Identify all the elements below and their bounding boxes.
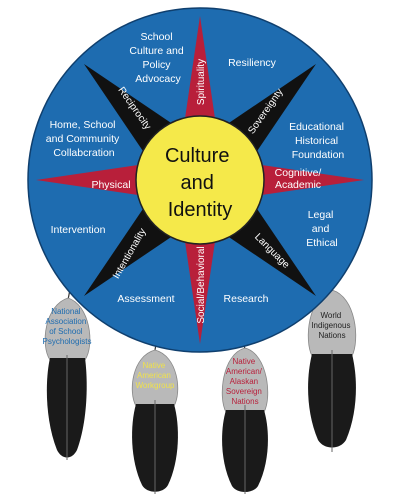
ring-label-line: Advocacy <box>135 73 181 85</box>
feather-label-line: World <box>321 311 342 320</box>
ring-label-intervention: Intervention <box>51 224 106 236</box>
feather-4 <box>307 289 357 452</box>
center-circle <box>135 115 265 245</box>
feather-label-line: American/ <box>226 367 263 376</box>
feather-3 <box>221 347 269 494</box>
ring-label-resiliency: Resiliency <box>228 57 277 69</box>
feather-label-sovereign-nations: Native American/ Alaskan Sovereign Natio… <box>226 357 264 406</box>
ring-label-line: Culture and <box>129 45 183 57</box>
point-label-line: Cognitive/ <box>275 167 322 179</box>
ring-label-line: Policy <box>143 59 172 71</box>
feather-label-line: Workgroup <box>136 381 176 390</box>
point-label-line: Academic <box>275 179 321 191</box>
point-label-social-behavioral: Social/Behavioral <box>196 246 207 323</box>
feather-1 <box>44 297 91 460</box>
center-text: Culture and Identity <box>165 145 235 221</box>
ring-label-line: Educational <box>289 121 344 133</box>
point-label-cognitive-academic: Cognitive/Academic <box>275 167 322 191</box>
ring-label-school-culture: School Culture and Policy Advocacy <box>129 31 186 85</box>
feather-label-world-indigenous: World Indigenous Nations <box>311 311 352 340</box>
ring-label-line: Assessment <box>117 293 174 305</box>
feather-label-line: American <box>137 371 171 380</box>
feather-label-line: Psychologists <box>43 337 92 346</box>
ring-label-line: Ethical <box>306 237 338 249</box>
point-label-physical: Physical <box>91 179 130 191</box>
ring-label-line: Legal <box>308 209 334 221</box>
point-label-spirituality: Spirituality <box>196 59 207 105</box>
feather-label-line: Sovereign <box>226 387 262 396</box>
center-line: Culture <box>165 145 229 167</box>
ring-label-line: Resiliency <box>228 57 277 69</box>
ring-label-line: and Community <box>46 133 120 145</box>
center-line: and <box>181 172 214 194</box>
ring-label-line: School <box>140 31 172 43</box>
ring-label-line: Foundation <box>292 149 345 161</box>
feather-label-line: Native <box>143 361 166 370</box>
ring-label-assessment: Assessment <box>117 293 174 305</box>
feather-label-line: Nations <box>231 397 258 406</box>
ring-label-line: Home, School <box>50 119 116 131</box>
feather-label-nasp: National Association of School Psycholog… <box>43 307 92 346</box>
ring-label-line: Collabcration <box>53 147 114 159</box>
ring-label-line: Historical <box>295 135 338 147</box>
ring-label-line: and <box>312 223 330 235</box>
feather-label-line: Nations <box>318 331 345 340</box>
ring-label-home-school: Home, School and Community Collabcration <box>46 119 122 159</box>
feather-label-native-american-workgroup: Native American Workgroup <box>136 361 176 390</box>
ring-label-educational: Educational Historical Foundation <box>289 121 347 161</box>
center-line: Identity <box>168 199 232 221</box>
ring-label-research: Research <box>224 293 269 305</box>
feather-label-line: Indigenous <box>311 321 350 330</box>
ring-label-line: Research <box>224 293 269 305</box>
feather-label-line: Association <box>45 317 86 326</box>
feather-label-line: National <box>51 307 81 316</box>
ring-label-legal: Legal and Ethical <box>306 209 338 249</box>
feather-label-line: Native <box>233 357 256 366</box>
feather-label-line: Alaskan <box>230 377 258 386</box>
feather-label-line: of School <box>49 327 83 336</box>
ring-label-line: Intervention <box>51 224 106 236</box>
feather-2 <box>131 349 179 494</box>
